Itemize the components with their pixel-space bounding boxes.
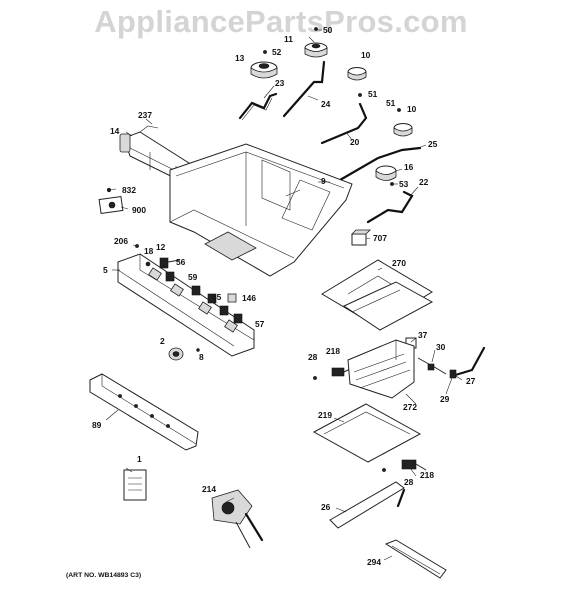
label-27: 27	[466, 376, 476, 386]
label-89: 89	[92, 420, 102, 430]
label-24: 24	[321, 99, 331, 109]
label-20: 20	[350, 137, 360, 147]
valve-59[interactable]	[165, 271, 175, 282]
label-25: 25	[428, 139, 438, 149]
label-52: 52	[272, 47, 282, 57]
tube-25[interactable]	[338, 146, 422, 182]
screw-28b[interactable]	[382, 468, 386, 472]
valve-57[interactable]	[219, 305, 243, 324]
label-28a: 28	[308, 352, 318, 362]
label-22: 22	[419, 177, 429, 187]
regulator-214[interactable]	[211, 489, 264, 549]
burner-head-11[interactable]	[304, 42, 328, 58]
screw-51b[interactable]	[397, 108, 401, 112]
label-270: 270	[392, 258, 406, 268]
slide-294[interactable]	[384, 539, 447, 579]
tube-20[interactable]	[320, 102, 368, 145]
label-30: 30	[436, 342, 446, 352]
label-8: 8	[199, 352, 204, 362]
valve-55[interactable]	[191, 285, 217, 304]
burner-head-10a[interactable]	[347, 67, 367, 81]
leader-lines	[105, 29, 463, 561]
label-707: 707	[373, 233, 387, 243]
label-13: 13	[235, 53, 245, 63]
broil-tube-26[interactable]	[329, 481, 406, 529]
label-206: 206	[114, 236, 128, 246]
label-56: 56	[176, 257, 186, 267]
label-218b: 218	[420, 470, 434, 480]
tube-22[interactable]	[366, 190, 414, 224]
rail-89[interactable]	[89, 373, 199, 451]
label-2: 2	[160, 336, 165, 346]
orifice-18[interactable]	[145, 261, 151, 267]
label-272: 272	[403, 402, 417, 412]
baffle-219[interactable]	[312, 403, 422, 463]
burner-head-10b[interactable]	[393, 123, 413, 137]
label-1: 1	[137, 454, 142, 464]
label-55: 55	[212, 292, 222, 302]
label-51a: 51	[368, 89, 378, 99]
oven-bottom-270[interactable]	[321, 259, 434, 331]
tube-23[interactable]	[238, 92, 278, 120]
label-18: 18	[144, 246, 154, 256]
label-10b: 10	[407, 104, 417, 114]
label-14: 14	[110, 126, 120, 136]
fitting-29[interactable]	[449, 369, 457, 379]
callout-labels: 237 14 832 900 206 18 12 56 5 59 55 146 …	[92, 25, 476, 567]
label-16: 16	[404, 162, 414, 172]
burner-head-16[interactable]	[375, 165, 397, 181]
label-53: 53	[399, 179, 409, 189]
screw-51a[interactable]	[358, 93, 362, 97]
control-panel-5[interactable]	[117, 253, 255, 357]
label-37: 37	[418, 330, 428, 340]
label-146: 146	[242, 293, 256, 303]
label-59: 59	[188, 272, 198, 282]
tube-27[interactable]	[450, 346, 486, 378]
label-832: 832	[122, 185, 136, 195]
label-51b: 51	[386, 98, 396, 108]
label-57: 57	[255, 319, 265, 329]
screw-8[interactable]	[196, 348, 200, 352]
screw-28a[interactable]	[313, 376, 317, 380]
igniter-218b[interactable]	[401, 459, 427, 471]
label-294: 294	[367, 557, 381, 567]
manual-1[interactable]	[123, 469, 147, 501]
label-214: 214	[202, 484, 216, 494]
screw-50[interactable]	[314, 27, 318, 31]
orifice-hood-30[interactable]	[417, 357, 447, 375]
label-29: 29	[440, 394, 450, 404]
label-28b: 28	[404, 477, 414, 487]
label-9: 9	[321, 176, 326, 186]
label-12: 12	[156, 242, 166, 252]
orifice-146[interactable]	[227, 293, 237, 303]
burner-head-13[interactable]	[250, 61, 278, 79]
bracket-900[interactable]	[98, 195, 124, 215]
part-707[interactable]	[351, 229, 371, 246]
label-219: 219	[318, 410, 332, 420]
art-number: (ART NO. WB14893 C3)	[66, 572, 142, 579]
watermark: AppliancePartsPros.com	[94, 4, 468, 39]
label-900: 900	[132, 205, 146, 215]
label-218a: 218	[326, 346, 340, 356]
label-5: 5	[103, 265, 108, 275]
burner-box-9[interactable]	[169, 143, 353, 277]
label-23: 23	[275, 78, 285, 88]
valve-12[interactable]	[159, 257, 181, 269]
label-10a: 10	[361, 50, 371, 60]
bake-burner-272[interactable]	[347, 339, 415, 399]
screw-53[interactable]	[390, 182, 394, 186]
label-26: 26	[321, 502, 331, 512]
label-237: 237	[138, 110, 152, 120]
screw-52[interactable]	[263, 50, 267, 54]
knob-2[interactable]	[168, 347, 184, 361]
label-11: 11	[284, 34, 293, 44]
tube-24[interactable]	[282, 60, 326, 118]
label-50: 50	[323, 25, 333, 35]
